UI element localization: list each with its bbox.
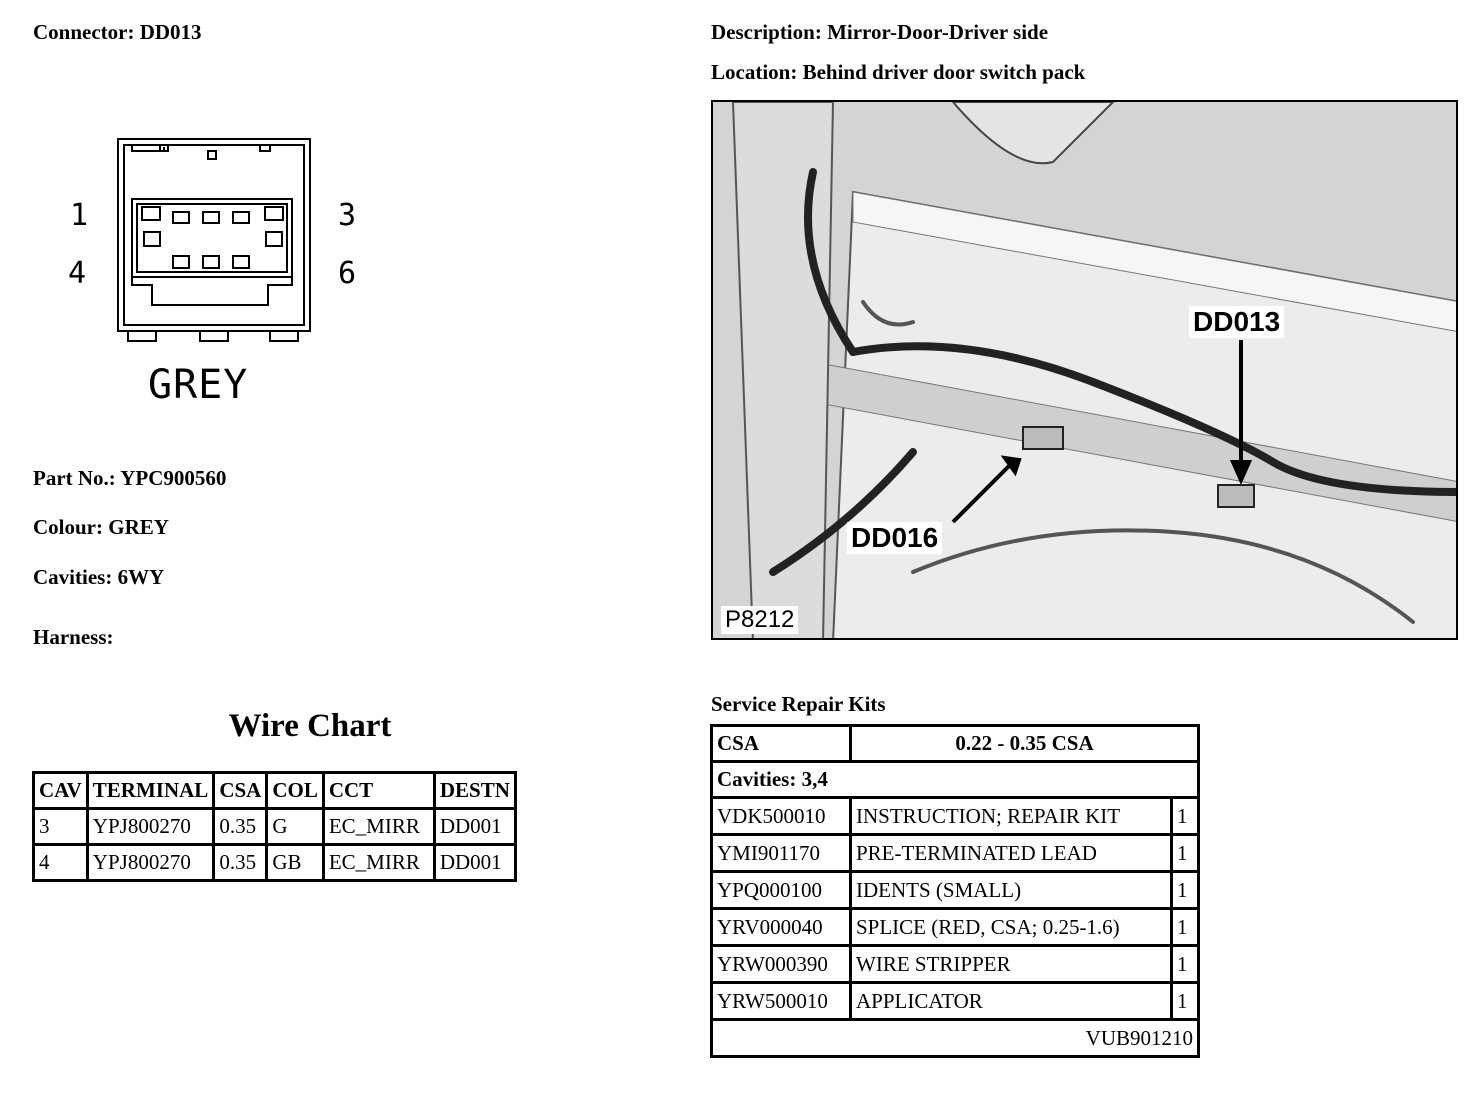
callout-dd016: DD016 <box>847 522 943 554</box>
callout-dd013: DD013 <box>1189 306 1285 338</box>
cell: G <box>268 810 322 843</box>
kit-part-no: YPQ000100 <box>713 873 849 907</box>
kit-description: INSTRUCTION; REPAIR KIT <box>852 799 1170 833</box>
cell: EC_MIRR <box>324 810 433 843</box>
cell: 3 <box>35 810 86 843</box>
csa-label: CSA <box>713 727 849 760</box>
kit-description: APPLICATOR <box>852 984 1170 1018</box>
kit-qty: 1 <box>1173 984 1197 1018</box>
table-row: YRV000040 SPLICE (RED, CSA; 0.25-1.6) 1 <box>713 910 1197 944</box>
cavities-row: Cavities: 3,4 <box>713 763 1197 796</box>
header-col: COL <box>268 774 322 807</box>
pin-label-3: 3 <box>338 198 357 233</box>
cell: EC_MIRR <box>324 846 433 879</box>
cell: 0.35 <box>215 810 266 843</box>
kit-number: VUB901210 <box>713 1021 1197 1055</box>
pin-label-4: 4 <box>68 256 87 291</box>
cell: 4 <box>35 846 86 879</box>
header-terminal: TERMINAL <box>88 774 213 807</box>
kit-part-no: YRW500010 <box>713 984 849 1018</box>
pin-label-1: 1 <box>70 198 89 233</box>
kit-qty: 1 <box>1173 873 1197 907</box>
wire-chart-title: Wire Chart <box>228 708 392 744</box>
connector-label: Connector: DD013 <box>33 20 202 44</box>
table-row: VDK500010 INSTRUCTION; REPAIR KIT 1 <box>713 799 1197 833</box>
kit-number-row: VUB901210 <box>713 1021 1197 1055</box>
kit-description: WIRE STRIPPER <box>852 947 1170 981</box>
connector-face-drawing <box>117 138 311 342</box>
table-row: YRW500010 APPLICATOR 1 <box>713 984 1197 1018</box>
header-cct: CCT <box>324 774 433 807</box>
kit-description: SPLICE (RED, CSA; 0.25-1.6) <box>852 910 1170 944</box>
table-row: YRW000390 WIRE STRIPPER 1 <box>713 947 1197 981</box>
cell: 0.35 <box>215 846 266 879</box>
cell: YPJ800270 <box>88 810 213 843</box>
table-row: YMI901170 PRE-TERMINATED LEAD 1 <box>713 836 1197 870</box>
colour-label: Colour: GREY <box>33 515 169 539</box>
kit-part-no: YMI901170 <box>713 836 849 870</box>
part-number: Part No.: YPC900560 <box>33 466 227 490</box>
location-label: Location: Behind driver door switch pack <box>711 60 1086 84</box>
connector-diagram <box>60 125 380 425</box>
kit-part-no: VDK500010 <box>713 799 849 833</box>
csa-value: 0.22 - 0.35 CSA <box>852 727 1197 760</box>
kit-description: PRE-TERMINATED LEAD <box>852 836 1170 870</box>
harness-label: Harness: <box>33 625 114 649</box>
location-photo: DD013 DD016 P8212 <box>711 100 1458 640</box>
kit-qty: 1 <box>1173 910 1197 944</box>
kit-part-no: YRV000040 <box>713 910 849 944</box>
kit-qty: 1 <box>1173 799 1197 833</box>
kit-qty: 1 <box>1173 836 1197 870</box>
repair-kits-table: CSA 0.22 - 0.35 CSA Cavities: 3,4 VDK500… <box>710 724 1200 1058</box>
connector-colour-caption: GREY <box>148 362 249 408</box>
description-label: Description: Mirror-Door-Driver side <box>711 20 1049 44</box>
cell: DD001 <box>435 846 514 879</box>
repair-kits-title: Service Repair Kits <box>711 692 886 716</box>
header-csa: CSA <box>215 774 266 807</box>
cell: GB <box>268 846 322 879</box>
door-illustration <box>713 102 1456 638</box>
kit-part-no: YRW000390 <box>713 947 849 981</box>
table-row: 3 YPJ800270 0.35 G EC_MIRR DD001 <box>35 810 514 843</box>
kit-cavities: Cavities: 3,4 <box>713 763 1197 796</box>
cell: DD001 <box>435 810 514 843</box>
table-row: 4 YPJ800270 0.35 GB EC_MIRR DD001 <box>35 846 514 879</box>
photo-reference: P8212 <box>721 606 799 634</box>
pin-label-6: 6 <box>338 256 357 291</box>
table-row: YPQ000100 IDENTS (SMALL) 1 <box>713 873 1197 907</box>
kit-description: IDENTS (SMALL) <box>852 873 1170 907</box>
header-cav: CAV <box>35 774 86 807</box>
cavities-label: Cavities: 6WY <box>33 565 165 589</box>
kit-qty: 1 <box>1173 947 1197 981</box>
cell: YPJ800270 <box>88 846 213 879</box>
wire-chart-table: CAV TERMINAL CSA COL CCT DESTN 3 YPJ8002… <box>32 771 517 882</box>
csa-row: CSA 0.22 - 0.35 CSA <box>713 727 1197 760</box>
header-destn: DESTN <box>435 774 514 807</box>
table-header-row: CAV TERMINAL CSA COL CCT DESTN <box>35 774 514 807</box>
